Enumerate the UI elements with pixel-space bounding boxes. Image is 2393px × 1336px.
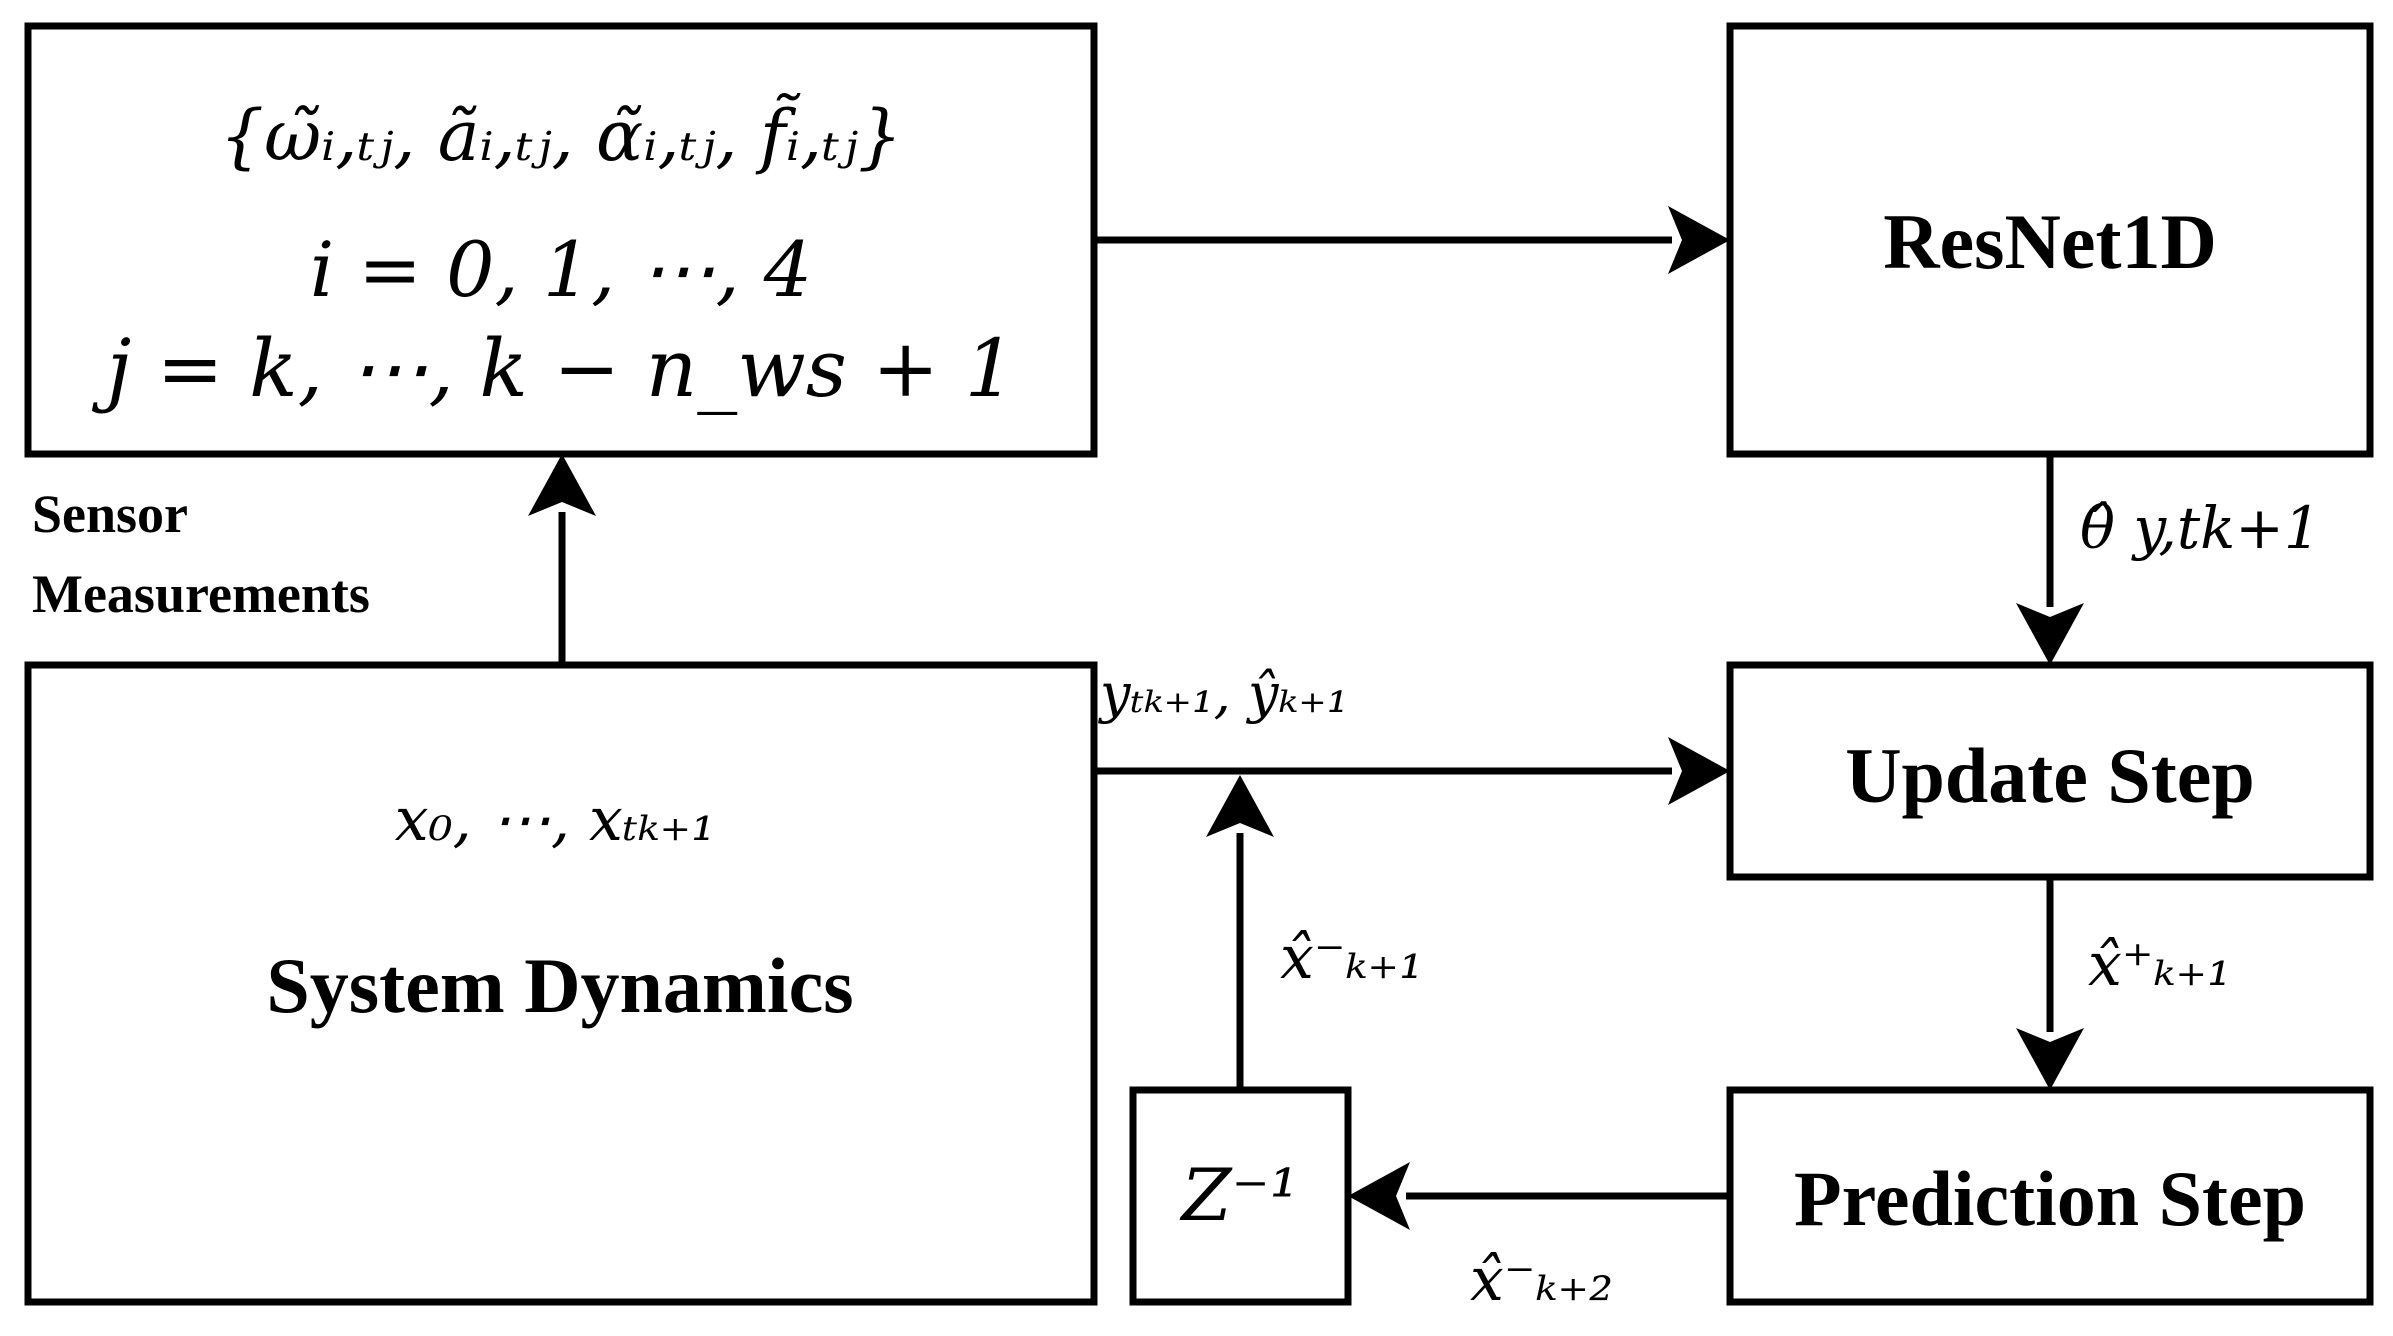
x-minus-k2-label: x̂⁻ₖ₊₂ bbox=[1470, 1245, 1613, 1315]
x-plus-label: x̂⁺ₖ₊₁ bbox=[2088, 930, 2231, 1000]
sensor-data-box bbox=[24, 22, 1098, 458]
arrowhead-delay bbox=[1348, 1162, 1410, 1230]
arrowhead-resnet bbox=[1668, 206, 1730, 274]
measurement-label: yₜₖ₊₁, ŷₖ₊₁ bbox=[1098, 662, 1348, 725]
theta-hat-label: θ̂ y,tk+1 bbox=[2080, 494, 2321, 562]
x-minus-k1-label: x̂⁻ₖ₊₁ bbox=[1280, 923, 1423, 993]
arrowhead-feedback bbox=[1206, 775, 1274, 837]
sensor-index-j: j = k, ⋯, k − n_ws + 1 bbox=[91, 322, 1015, 415]
arrowhead-update-top bbox=[2016, 603, 2084, 665]
update-step-title: Update Step bbox=[1845, 732, 2255, 819]
arrowhead-update-left bbox=[1668, 737, 1730, 805]
system-dynamics-title: System Dynamics bbox=[266, 942, 853, 1029]
arrowhead-sensor bbox=[528, 454, 596, 516]
prediction-step-box bbox=[1726, 1086, 2374, 1306]
sensor-measurements-label-1: Sensor bbox=[32, 484, 188, 544]
resnet-box bbox=[1726, 22, 2374, 458]
delay-box bbox=[1129, 1086, 1352, 1306]
system-dynamics-box bbox=[24, 661, 1098, 1306]
arrowhead-prediction bbox=[2016, 1028, 2084, 1090]
delay-label: Z⁻¹ bbox=[1180, 1153, 1299, 1237]
sensor-index-i: i = 0, 1, ⋯, 4 bbox=[310, 225, 812, 314]
resnet-title: ResNet1D bbox=[1883, 198, 2217, 285]
prediction-step-title: Prediction Step bbox=[1794, 1155, 2306, 1242]
sensor-set-formula: {ω̃ᵢ,ₜⱼ, ãᵢ,ₜⱼ, α̃ᵢ,ₜⱼ, f̃ᵢ,ₜⱼ} bbox=[220, 94, 903, 177]
state-sequence: x₀, ⋯, xₜₖ₊₁ bbox=[395, 785, 715, 855]
sensor-measurements-label-2: Measurements bbox=[32, 564, 370, 624]
